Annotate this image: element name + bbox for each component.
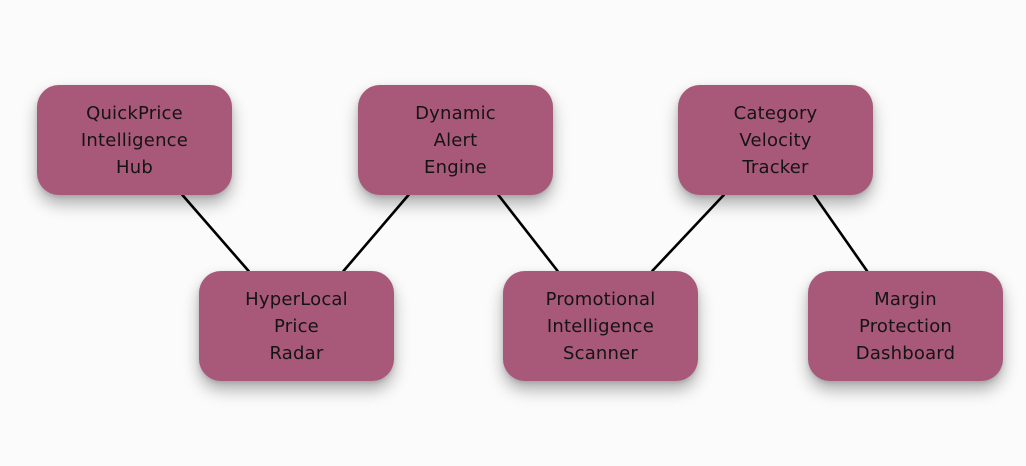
node-label: Promotional Intelligence Scanner <box>545 288 656 364</box>
node-category-velocity-tracker: Category Velocity Tracker <box>678 85 873 195</box>
edge-line <box>650 193 726 273</box>
node-label: HyperLocal Price Radar <box>245 288 348 364</box>
node-quickprice-intelligence-hub: QuickPrice Intelligence Hub <box>37 85 232 195</box>
node-label: Dynamic Alert Engine <box>415 102 496 178</box>
node-promotional-intelligence-scanner: Promotional Intelligence Scanner <box>503 271 698 381</box>
node-label: Category Velocity Tracker <box>733 102 818 178</box>
node-hyperlocal-price-radar: HyperLocal Price Radar <box>199 271 394 381</box>
node-label: QuickPrice Intelligence Hub <box>80 102 189 178</box>
edge-line <box>812 193 869 273</box>
node-dynamic-alert-engine: Dynamic Alert Engine <box>358 85 553 195</box>
edge-line <box>342 193 410 273</box>
edge-line <box>497 193 559 273</box>
edge-line <box>181 193 250 273</box>
node-label: Margin Protection Dashboard <box>855 288 956 364</box>
node-margin-protection-dashboard: Margin Protection Dashboard <box>808 271 1003 381</box>
